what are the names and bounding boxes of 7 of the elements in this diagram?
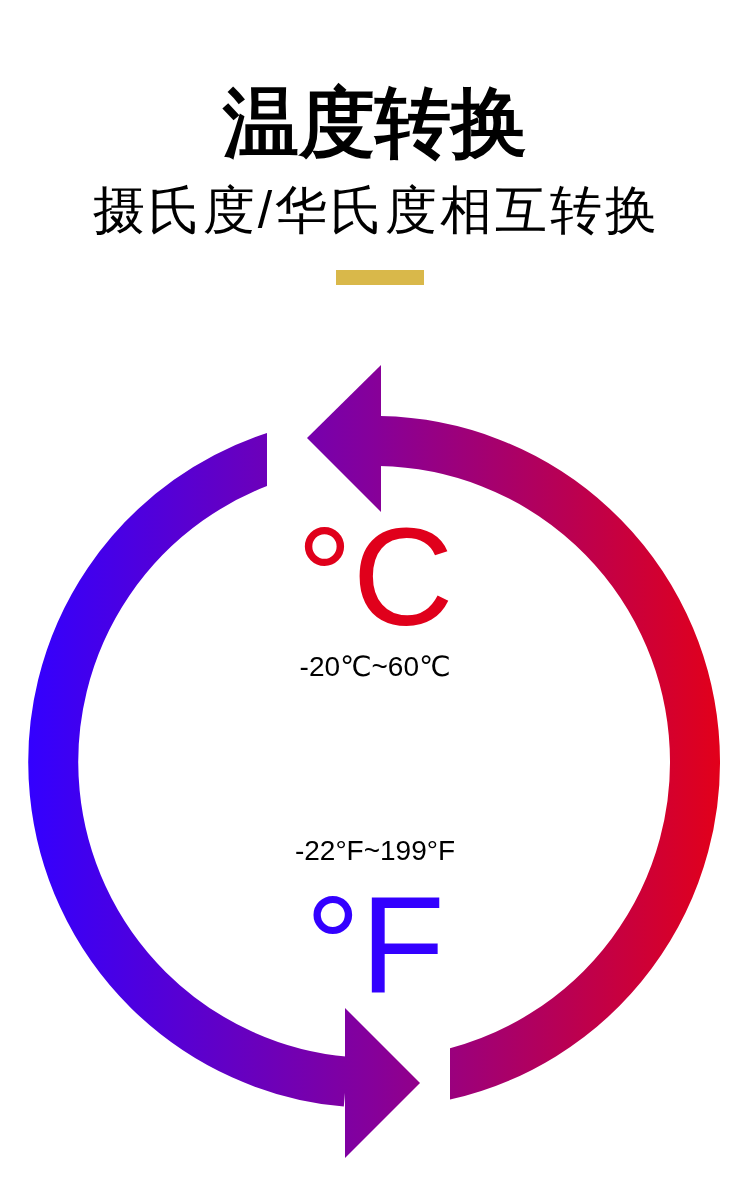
celsius-symbol: °C: [296, 522, 454, 632]
divider-bar: [336, 270, 424, 285]
fahrenheit-symbol: °F: [305, 890, 445, 998]
title: 温度转换: [223, 80, 527, 166]
subtitle: 摄氏度/华氏度相互转换: [91, 180, 661, 240]
range-label: -20℃~60℃: [299, 650, 451, 684]
range-label: -22°F~199°F: [294, 834, 456, 868]
